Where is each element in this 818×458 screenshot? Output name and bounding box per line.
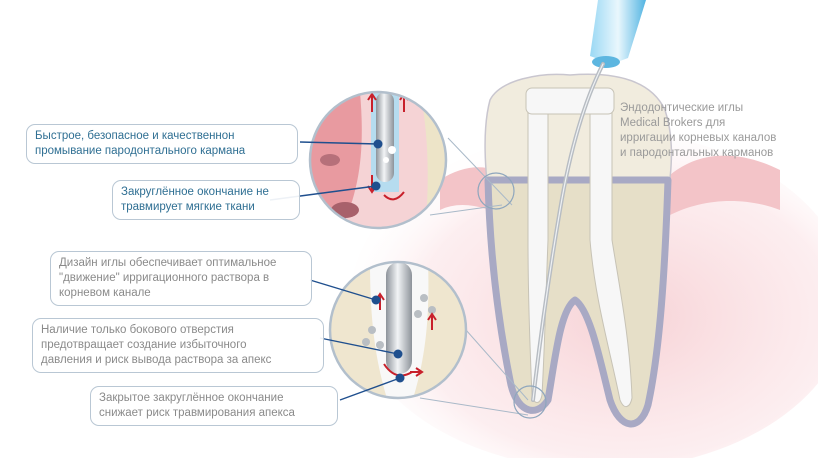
- caption-line: ирригации корневых каналов: [620, 132, 777, 144]
- callout-line: корневом канале: [59, 287, 151, 299]
- gum-right: [670, 155, 780, 215]
- callout-line: промывание пародонтального кармана: [35, 145, 246, 157]
- needle-hub: [590, 0, 646, 64]
- magnifier-periodontal: [310, 92, 446, 228]
- product-caption: Эндодонтические иглы Medical Brokers для…: [620, 101, 810, 161]
- callout-rounded-tip-soft-tissue: Закруглённое окончание не травмирует мяг…: [112, 180, 300, 220]
- caption-line: Эндодонтические иглы: [620, 102, 744, 114]
- callout-closed-tip-apex: Закрытое закруглённое окончание снижает …: [90, 386, 338, 426]
- callout-line: Дизайн иглы обеспечивает оптимальное: [59, 257, 277, 269]
- callout-needle-design: Дизайн иглы обеспечивает оптимальное "дв…: [50, 251, 312, 306]
- pulp-chamber: [525, 87, 615, 115]
- root-canal-right: [589, 109, 633, 407]
- callout-line: давления и риск вывода раствора за апекс: [41, 354, 272, 366]
- callout-line: Закрытое закруглённое окончание: [99, 392, 284, 404]
- callout-side-opening: Наличие только бокового отверстия предот…: [32, 318, 324, 373]
- callout-line: Закруглённое окончание не: [121, 186, 269, 198]
- magnifier-root-canal: [330, 262, 466, 398]
- callout-line: Наличие только бокового отверстия: [41, 324, 234, 336]
- callout-line: предотвращает создание избыточного: [41, 339, 247, 351]
- callout-line: снижает риск травмирования апекса: [99, 407, 295, 419]
- callout-line: травмирует мягкие ткани: [121, 201, 255, 213]
- callout-line: "движение" ирригационного раствора в: [59, 272, 270, 284]
- callout-line: Быстрое, безопасное и качественнон: [35, 130, 235, 142]
- caption-line: Medical Brokers для: [620, 117, 726, 129]
- callout-fast-rinse: Быстрое, безопасное и качественнон промы…: [26, 124, 298, 164]
- caption-line: и пародонтальных карманов: [620, 147, 774, 159]
